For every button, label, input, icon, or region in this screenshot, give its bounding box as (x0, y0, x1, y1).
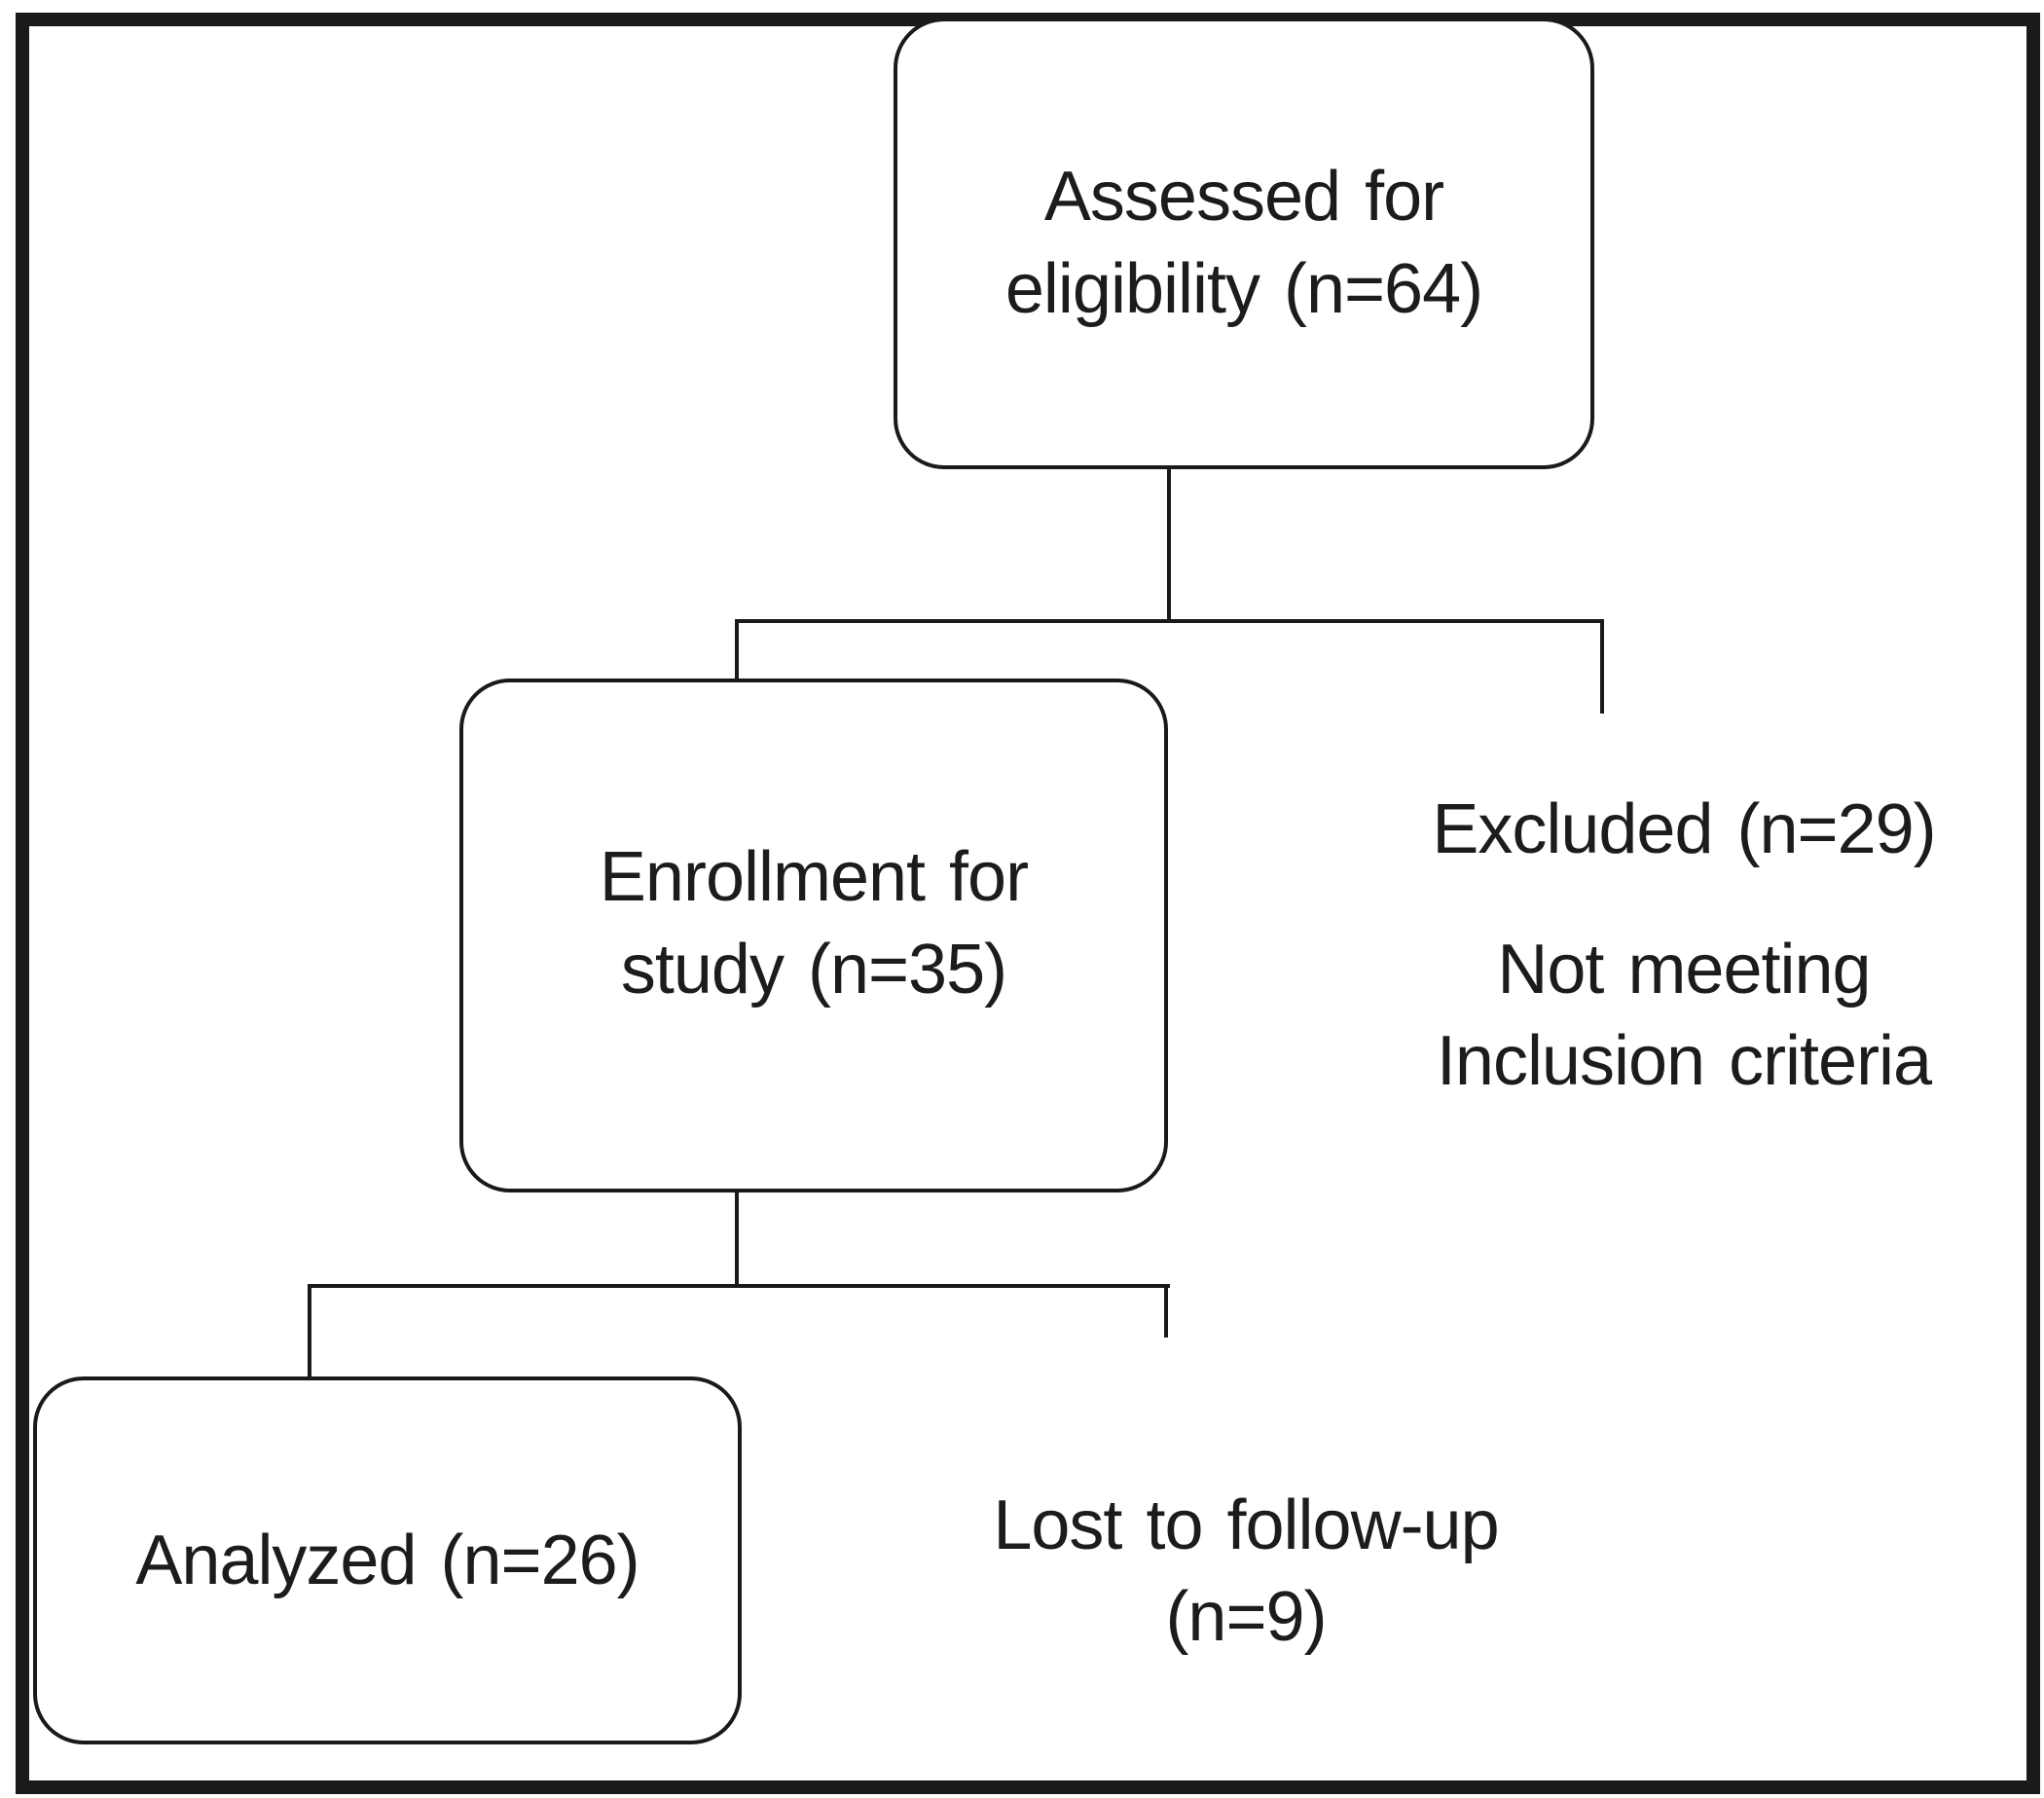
connector-branch2-to-lost-line (1164, 1284, 1168, 1338)
label-excluded-reason-line2: Inclusion criteria (1436, 1022, 1932, 1100)
label-lost-line1: Lost to follow-up (993, 1486, 1499, 1564)
connector-branch2-horizontal-line (308, 1284, 1170, 1288)
node-analyzed: Analyzed (n=26) (33, 1376, 742, 1744)
label-excluded: Excluded (n=29) Not meeting Inclusion cr… (1392, 784, 1976, 1107)
label-excluded-count: Excluded (n=29) (1432, 790, 1936, 868)
connector-branch2-to-analyzed-line (308, 1284, 311, 1378)
node-assessed-line1: Assessed for (1043, 158, 1444, 236)
connector-branch1-to-enrollment-line (735, 619, 739, 680)
node-assessed-line2: eligibility (n=64) (1004, 250, 1483, 328)
label-lost-to-follow-up: Lost to follow-up (n=9) (954, 1480, 1538, 1663)
diagram-outer-border (16, 13, 2040, 1794)
connector-branch1-to-excluded-line (1600, 619, 1604, 714)
label-excluded-reason: Not meeting Inclusion criteria (1392, 924, 1976, 1107)
connector-assessed-down-line (1167, 467, 1171, 623)
node-enrollment-study: Enrollment for study (n=35) (459, 679, 1168, 1193)
node-assessed-eligibility: Assessed for eligibility (n=64) (894, 18, 1594, 469)
connector-enrollment-down-line (735, 1191, 739, 1288)
label-excluded-reason-line1: Not meeting (1497, 931, 1871, 1009)
node-enrollment-line2: study (n=35) (620, 931, 1007, 1009)
label-lost-line2: (n=9) (1165, 1578, 1327, 1656)
node-analyzed-line1: Analyzed (n=26) (135, 1521, 639, 1599)
node-enrollment-line1: Enrollment for (599, 838, 1029, 916)
connector-branch1-horizontal-line (735, 619, 1604, 623)
